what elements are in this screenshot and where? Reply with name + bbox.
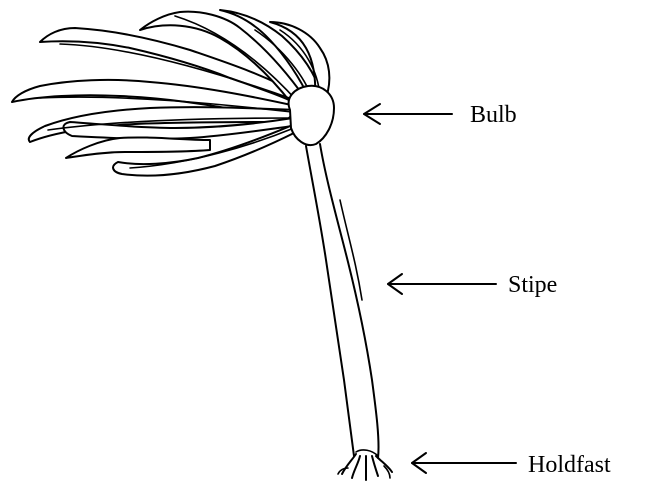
stipe-shape	[306, 144, 379, 458]
kelp-blades	[12, 10, 329, 176]
stipe-label: Stipe	[508, 272, 557, 298]
bulb-arrow	[364, 104, 452, 124]
bulb-label: Bulb	[470, 102, 517, 128]
holdfast-label: Holdfast	[528, 452, 611, 478]
holdfast-shape	[338, 450, 392, 480]
stipe-arrow	[388, 274, 496, 294]
holdfast-arrow	[412, 453, 516, 473]
bulb-shape	[289, 86, 334, 145]
